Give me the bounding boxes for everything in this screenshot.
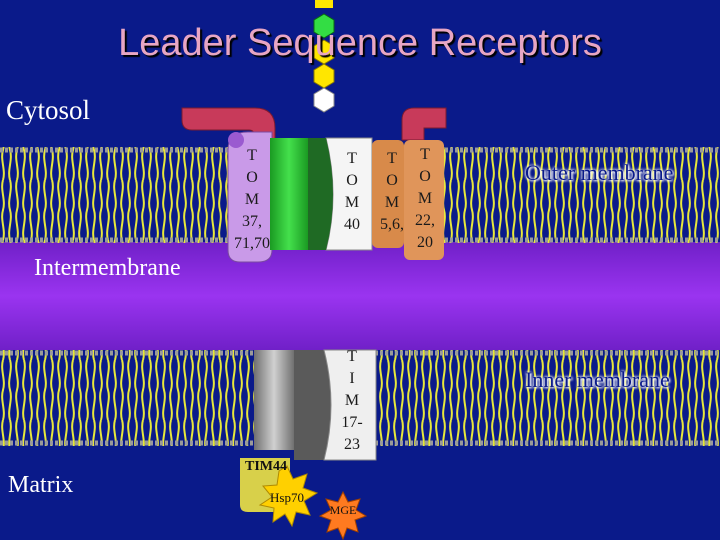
tom40-line: M [330, 192, 374, 214]
tom22-20-line: 22, [405, 210, 445, 232]
tim17-23-line: 23 [330, 434, 374, 456]
inner-membrane-label: Inner membrane [525, 367, 670, 393]
cytosol-label: Cytosol [6, 95, 90, 126]
tom40-line: O [330, 170, 374, 192]
chain-link-yellow-3 [314, 64, 334, 88]
tom40-line: T [330, 148, 374, 170]
chain-link-yellow-1 [315, 0, 333, 8]
tim44-label: TIM44 [245, 459, 287, 475]
tim17-23-line: 17- [330, 412, 374, 434]
tom22-20-line: M [405, 188, 445, 210]
outer-membrane-label: Outer membrane [525, 160, 673, 186]
tom22-20-line: T [405, 144, 445, 166]
tom37-70-line: 37, [222, 211, 282, 233]
tom22-20-line: 20 [405, 232, 445, 254]
tom22-20-line: O [405, 166, 445, 188]
tom22-20-label: T O M 22, 20 [405, 144, 445, 254]
hsp70-label: Hsp70 [259, 490, 315, 506]
matrix-label: Matrix [8, 472, 73, 499]
tom37-70-line: O [222, 167, 282, 189]
tim17-23-line: M [330, 390, 374, 412]
tim-pore-shape [294, 350, 331, 460]
tim17-23-line: I [330, 368, 374, 390]
tom37-70-label: T O M 37, 71,70 [222, 145, 282, 255]
tim17-23-line: T [330, 346, 374, 368]
tom37-70-line: T [222, 145, 282, 167]
tom37-70-line: 71,70 [222, 233, 282, 255]
chain-link-white [314, 88, 334, 112]
tim-left-shape [254, 350, 294, 450]
tom37-70-line: M [222, 189, 282, 211]
page-title: Leader Sequence Receptors [0, 22, 720, 65]
tom40-line: 40 [330, 214, 374, 236]
tom22-hook-shape [402, 108, 446, 140]
tom40-label: T O M 40 [330, 148, 374, 236]
tim17-23-label: T I M 17- 23 [330, 346, 374, 456]
mge-label: MGE [323, 503, 363, 518]
intermembrane-label: Intermembrane [34, 255, 181, 282]
